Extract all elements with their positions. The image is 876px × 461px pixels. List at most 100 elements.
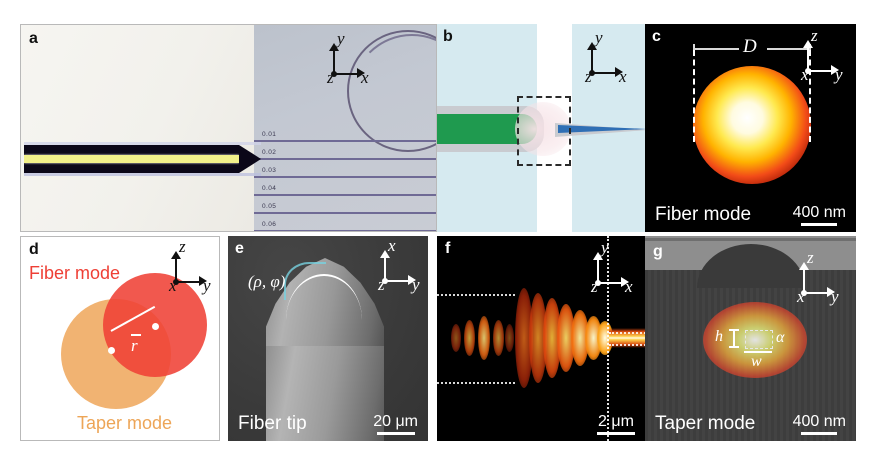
axis-label-up: y bbox=[337, 29, 345, 48]
guide-line-bottom bbox=[437, 382, 515, 384]
axis-triad-d: z y x bbox=[153, 238, 215, 295]
scale-bar-label: 20 μm bbox=[373, 413, 418, 430]
dimension-line-left bbox=[695, 48, 739, 50]
axis-arrow-up-icon bbox=[803, 40, 813, 48]
axis-line-horizontal bbox=[591, 72, 617, 74]
axis-label-right: y bbox=[831, 287, 839, 306]
scale-bar-f: 2 μm bbox=[597, 413, 635, 435]
axis-label-right: x bbox=[361, 68, 369, 87]
axis-line-vertical bbox=[384, 256, 386, 282]
panel-a-micrograph-left bbox=[21, 25, 254, 231]
axis-arrow-right-icon bbox=[831, 65, 839, 75]
taper-core-line-top bbox=[609, 332, 645, 334]
axis-arrow-right-icon bbox=[621, 277, 629, 287]
scale-bar-line bbox=[597, 432, 635, 435]
scale-bar-e: 20 μm bbox=[373, 413, 418, 435]
field-arc bbox=[515, 288, 533, 388]
axis-label-up: z bbox=[179, 237, 186, 256]
axis-line-vertical bbox=[175, 257, 177, 283]
axis-label-right: x bbox=[619, 67, 627, 86]
scale-bar-c: 400 nm bbox=[793, 204, 846, 226]
scale-bar-line bbox=[376, 432, 415, 435]
axis-label-up: x bbox=[388, 236, 396, 255]
axis-origin-dot bbox=[805, 68, 811, 74]
fiber-mode-center-dot bbox=[152, 323, 159, 330]
panel-g-mode-caption: Taper mode bbox=[655, 413, 756, 434]
axis-label-diag: x bbox=[801, 65, 809, 84]
panel-a-micrograph-right: 0.01 0.02 0.03 0.04 0.05 0.06 bbox=[254, 25, 436, 231]
field-lobe bbox=[505, 324, 514, 352]
axis-label-up: z bbox=[811, 26, 818, 45]
axis-origin-dot bbox=[589, 70, 595, 76]
panel-label-g: g bbox=[653, 243, 663, 260]
axis-line-horizontal bbox=[807, 70, 833, 72]
field-lobe bbox=[478, 316, 490, 360]
axis-arrow-up-icon bbox=[593, 252, 603, 260]
axis-label-right: y bbox=[412, 275, 420, 294]
axis-line-vertical bbox=[333, 49, 335, 75]
panel-d: r d Fiber mode Taper mode z y x bbox=[20, 236, 220, 441]
axis-origin-dot bbox=[173, 279, 179, 285]
axis-arrow-up-icon bbox=[799, 262, 809, 270]
dimension-tick-left bbox=[693, 44, 695, 54]
vector-overbar bbox=[131, 334, 141, 336]
scale-bar-label: 2 μm bbox=[598, 413, 634, 430]
height-measure-cap-top bbox=[729, 329, 739, 331]
ruler-line bbox=[254, 140, 436, 142]
medium-wedge-bottom bbox=[465, 137, 537, 232]
taper-core-line-bottom bbox=[609, 344, 645, 346]
axis-triad-f: y x z bbox=[575, 239, 637, 296]
panel-label-c: c bbox=[652, 28, 661, 45]
dimension-label-D: D bbox=[743, 36, 757, 57]
axis-line-horizontal bbox=[333, 73, 359, 75]
axis-arrow-up-icon bbox=[171, 251, 181, 259]
panel-c: D c Fiber mode 400 nm z y x bbox=[645, 24, 856, 232]
medium-wedge-top bbox=[465, 24, 537, 119]
axis-label-diag: x bbox=[797, 287, 805, 306]
dimension-tick-right bbox=[809, 44, 811, 54]
panel-label-f: f bbox=[445, 240, 451, 257]
panel-label-a: a bbox=[29, 30, 38, 47]
axis-label-right: x bbox=[625, 277, 633, 296]
axis-arrow-up-icon bbox=[329, 43, 339, 51]
height-measure-line bbox=[733, 329, 735, 348]
ruler-line bbox=[254, 158, 436, 160]
taper-mode-intensity-map bbox=[703, 302, 807, 378]
scale-bar-label: 400 nm bbox=[792, 204, 846, 221]
field-arc bbox=[571, 310, 589, 366]
axis-label-diag: z bbox=[585, 67, 592, 86]
axis-arrow-right-icon bbox=[408, 275, 416, 285]
axis-origin-dot bbox=[382, 278, 388, 284]
ruler-line bbox=[254, 230, 436, 231]
scale-bar-line bbox=[801, 432, 838, 435]
axis-triad-b: y x z bbox=[569, 29, 631, 86]
polar-coordinate-label: (ρ, φ) bbox=[248, 272, 286, 291]
ruler-number: 0.04 bbox=[262, 185, 277, 192]
fiber-loop-tail bbox=[424, 25, 436, 151]
axis-arrow-right-icon bbox=[199, 276, 207, 286]
waveguide-cross-section-outline bbox=[745, 330, 773, 349]
fiber-shaft bbox=[266, 344, 384, 441]
panel-e-caption: Fiber tip bbox=[238, 413, 307, 434]
panel-label-d: d bbox=[29, 241, 39, 258]
axis-origin-dot bbox=[801, 290, 807, 296]
panel-a: 0.01 0.02 0.03 0.04 0.05 0.06 a y x z bbox=[20, 24, 437, 232]
field-arc bbox=[543, 298, 561, 378]
axis-arrow-up-icon bbox=[380, 250, 390, 258]
field-arc bbox=[557, 304, 575, 372]
axis-label-right: y bbox=[835, 65, 843, 84]
dimension-guide-right bbox=[809, 50, 811, 142]
axis-label-diag: z bbox=[378, 275, 385, 294]
fiber-edge-highlight bbox=[24, 173, 261, 176]
fiber-mode-intensity-map bbox=[693, 66, 811, 184]
width-label: w bbox=[751, 353, 762, 370]
fiber-mode-legend: Fiber mode bbox=[29, 263, 121, 283]
axis-arrow-right-icon bbox=[615, 67, 623, 77]
axis-label-up: y bbox=[595, 28, 603, 47]
ruler-number: 0.02 bbox=[262, 149, 277, 156]
height-measure-cap-bottom bbox=[729, 346, 739, 348]
taper-mode-center-dot bbox=[108, 347, 115, 354]
panel-c-mode-caption: Fiber mode bbox=[655, 204, 752, 225]
panel-label-e: e bbox=[235, 240, 244, 257]
